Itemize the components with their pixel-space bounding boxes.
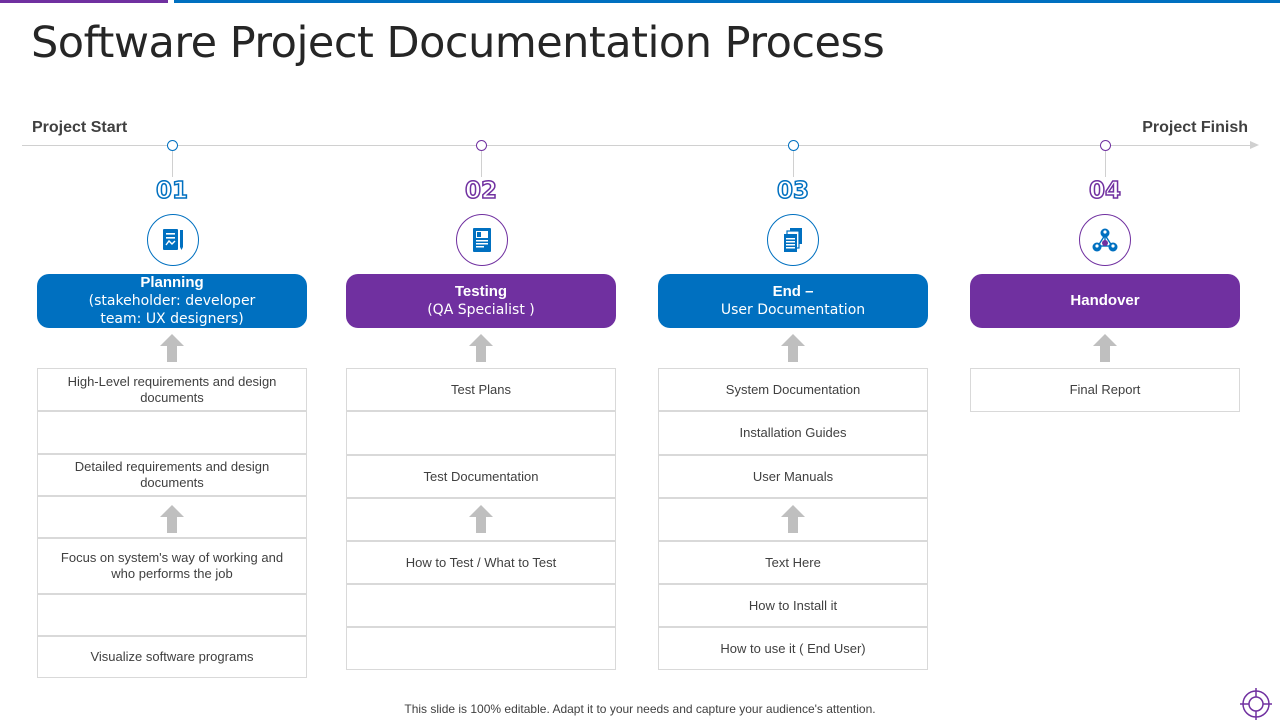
list-item (37, 411, 307, 454)
team-network-icon (1092, 228, 1118, 252)
timeline-marker (1100, 140, 1111, 151)
connector-line (793, 151, 794, 177)
test-report-icon (473, 228, 491, 252)
documents-icon (784, 228, 802, 252)
phase-subtitle: User Documentation (720, 302, 866, 318)
up-arrow (160, 505, 184, 533)
list-item (37, 594, 307, 636)
phase-icon-badge (456, 214, 508, 266)
list-item: High-Level requirements and design docum… (37, 368, 307, 411)
list-item (346, 411, 616, 455)
list-item: Text Here (658, 541, 928, 584)
list-item: Final Report (970, 368, 1240, 412)
phase-icon-badge (767, 214, 819, 266)
phase-title: Planning (140, 274, 204, 291)
up-arrow (781, 505, 805, 533)
list-item: Visualize software programs (37, 636, 307, 678)
phase-title: Testing (454, 283, 508, 300)
up-arrow (469, 334, 493, 362)
list-item: Installation Guides (658, 411, 928, 455)
list-item: Test Plans (346, 368, 616, 411)
footer-note: This slide is 100% editable. Adapt it to… (404, 702, 876, 716)
step-number: 01 (155, 177, 189, 205)
timeline-marker (476, 140, 487, 151)
phase-header-handover: Handover (970, 274, 1240, 328)
list-item: Detailed requirements and design documen… (37, 454, 307, 496)
phase-header-testing: Testing (QA Specialist ) (346, 274, 616, 328)
timeline-finish-label: Project Finish (1142, 119, 1248, 136)
list-item (346, 627, 616, 670)
connector-line (172, 151, 173, 177)
list-item: How to Install it (658, 584, 928, 627)
list-item: How to use it ( End User) (658, 627, 928, 670)
up-arrow (160, 334, 184, 362)
step-number: 04 (1088, 177, 1122, 205)
top-accent-bar-purple (0, 0, 168, 3)
timeline-arrowhead (1250, 141, 1259, 149)
phase-subtitle: (QA Specialist ) (427, 302, 535, 318)
list-item: Test Documentation (346, 455, 616, 498)
list-item: System Documentation (658, 368, 928, 411)
timeline-line (22, 145, 1254, 146)
connector-line (1105, 151, 1106, 177)
list-item: User Manuals (658, 455, 928, 498)
phase-title: End – (772, 283, 814, 300)
phase-title: Handover (1070, 292, 1140, 309)
timeline-start-label: Project Start (32, 119, 128, 136)
up-arrow (1093, 334, 1117, 362)
timeline-marker (167, 140, 178, 151)
up-arrow (781, 334, 805, 362)
list-item: Focus on system's way of working and who… (37, 538, 307, 594)
target-crosshair-icon (1240, 688, 1272, 720)
timeline-marker (788, 140, 799, 151)
up-arrow (469, 505, 493, 533)
phase-icon-badge (147, 214, 199, 266)
phase-header-planning: Planning (stakeholder: developer team: U… (37, 274, 307, 328)
slide-title: Software Project Documentation Process (31, 18, 885, 68)
document-analysis-icon (163, 229, 183, 250)
phase-icon-badge (1079, 214, 1131, 266)
phase-header-end: End – User Documentation (658, 274, 928, 328)
connector-line (481, 151, 482, 177)
step-number: 03 (776, 177, 810, 205)
top-accent-bar-blue (174, 0, 1280, 3)
phase-subtitle: (stakeholder: developer team: UX designe… (88, 293, 256, 327)
list-item: How to Test / What to Test (346, 541, 616, 584)
step-number: 02 (464, 177, 498, 205)
list-item (346, 584, 616, 627)
